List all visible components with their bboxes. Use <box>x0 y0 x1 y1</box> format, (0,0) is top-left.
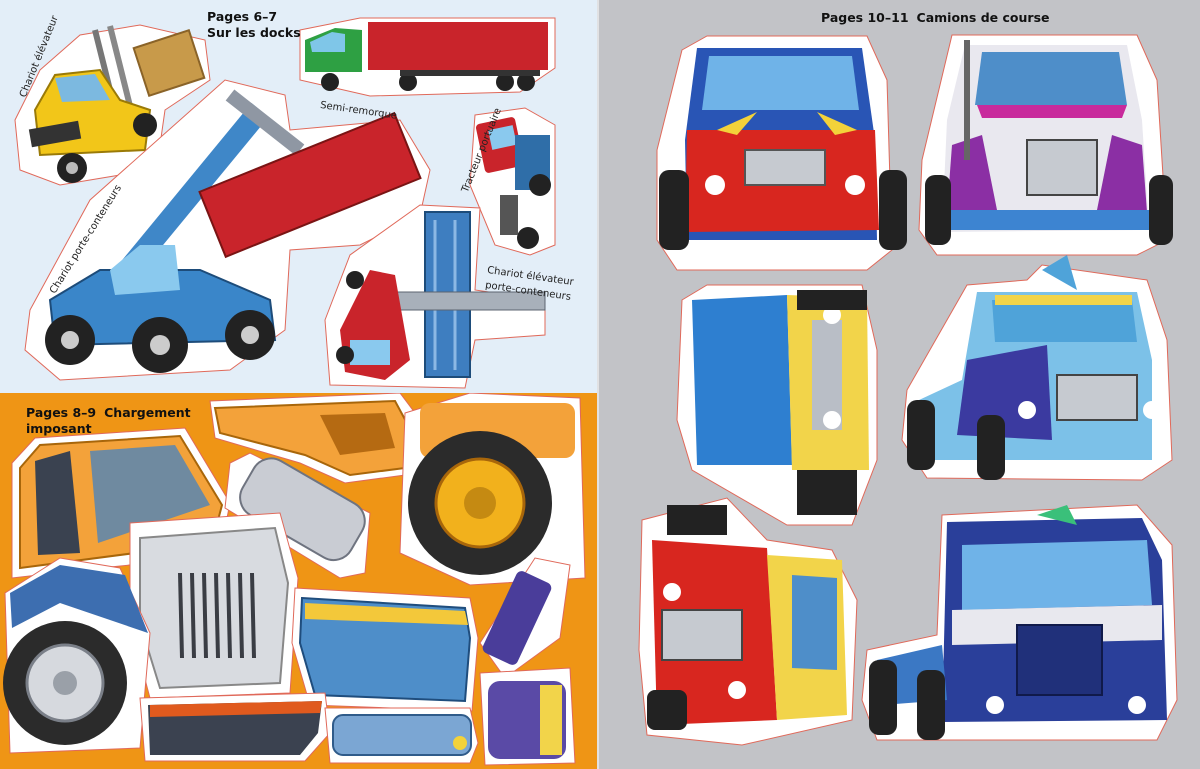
reach-stacker-sticker[interactable] <box>24 79 431 381</box>
forklift-sticker[interactable] <box>14 24 211 186</box>
racing-stickers <box>638 34 1178 746</box>
front-wheel-sticker[interactable] <box>3 557 151 754</box>
loading-title: Pages 8–9 Chargement imposant <box>26 405 191 437</box>
radiator-sticker[interactable] <box>129 512 299 699</box>
grille-sticker[interactable] <box>224 451 372 579</box>
racing-panel: Pages 10–11 Camions de course <box>597 0 1200 769</box>
windshield-sticker[interactable] <box>291 587 479 712</box>
book-spine <box>597 0 599 769</box>
docks-panel: Pages 6–7 Sur les docks Chariot élévateu… <box>0 0 597 393</box>
race-truck-1-sticker[interactable] <box>656 35 907 271</box>
racing-section-title: Camions de course <box>916 10 1050 25</box>
docks-stickers <box>14 17 556 389</box>
dumper-body-sticker[interactable] <box>209 393 431 484</box>
semi-truck-sticker[interactable] <box>299 17 556 97</box>
docks-section-title: Sur les docks <box>207 25 301 40</box>
docks-pages-label: Pages 6–7 <box>207 9 278 24</box>
loading-section-title-2: imposant <box>26 421 92 436</box>
race-truck-3-sticker[interactable] <box>676 284 878 526</box>
loading-panel: Pages 8–9 Chargement imposant <box>0 393 597 769</box>
racing-title: Pages 10–11 Camions de course <box>821 10 1049 26</box>
loading-section-title-1: Chargement <box>104 405 191 420</box>
racing-pages-label: Pages 10–11 <box>821 10 909 25</box>
port-tractor-sticker[interactable] <box>469 107 556 256</box>
loading-pages-label: Pages 8–9 <box>26 405 97 420</box>
race-truck-5-sticker[interactable] <box>638 497 858 746</box>
lamp-bar-sticker[interactable] <box>324 707 479 764</box>
bumper-sticker[interactable] <box>139 692 331 762</box>
race-truck-6-sticker[interactable] <box>861 504 1178 741</box>
fuel-tank-sticker[interactable] <box>479 667 576 766</box>
race-truck-4-sticker[interactable] <box>901 255 1173 481</box>
loading-stickers <box>3 393 586 766</box>
docks-title: Pages 6–7 Sur les docks <box>207 9 301 41</box>
race-truck-2-sticker[interactable] <box>918 34 1173 256</box>
container-lift-sticker[interactable] <box>324 204 546 389</box>
big-wheel-sticker[interactable] <box>399 393 586 586</box>
